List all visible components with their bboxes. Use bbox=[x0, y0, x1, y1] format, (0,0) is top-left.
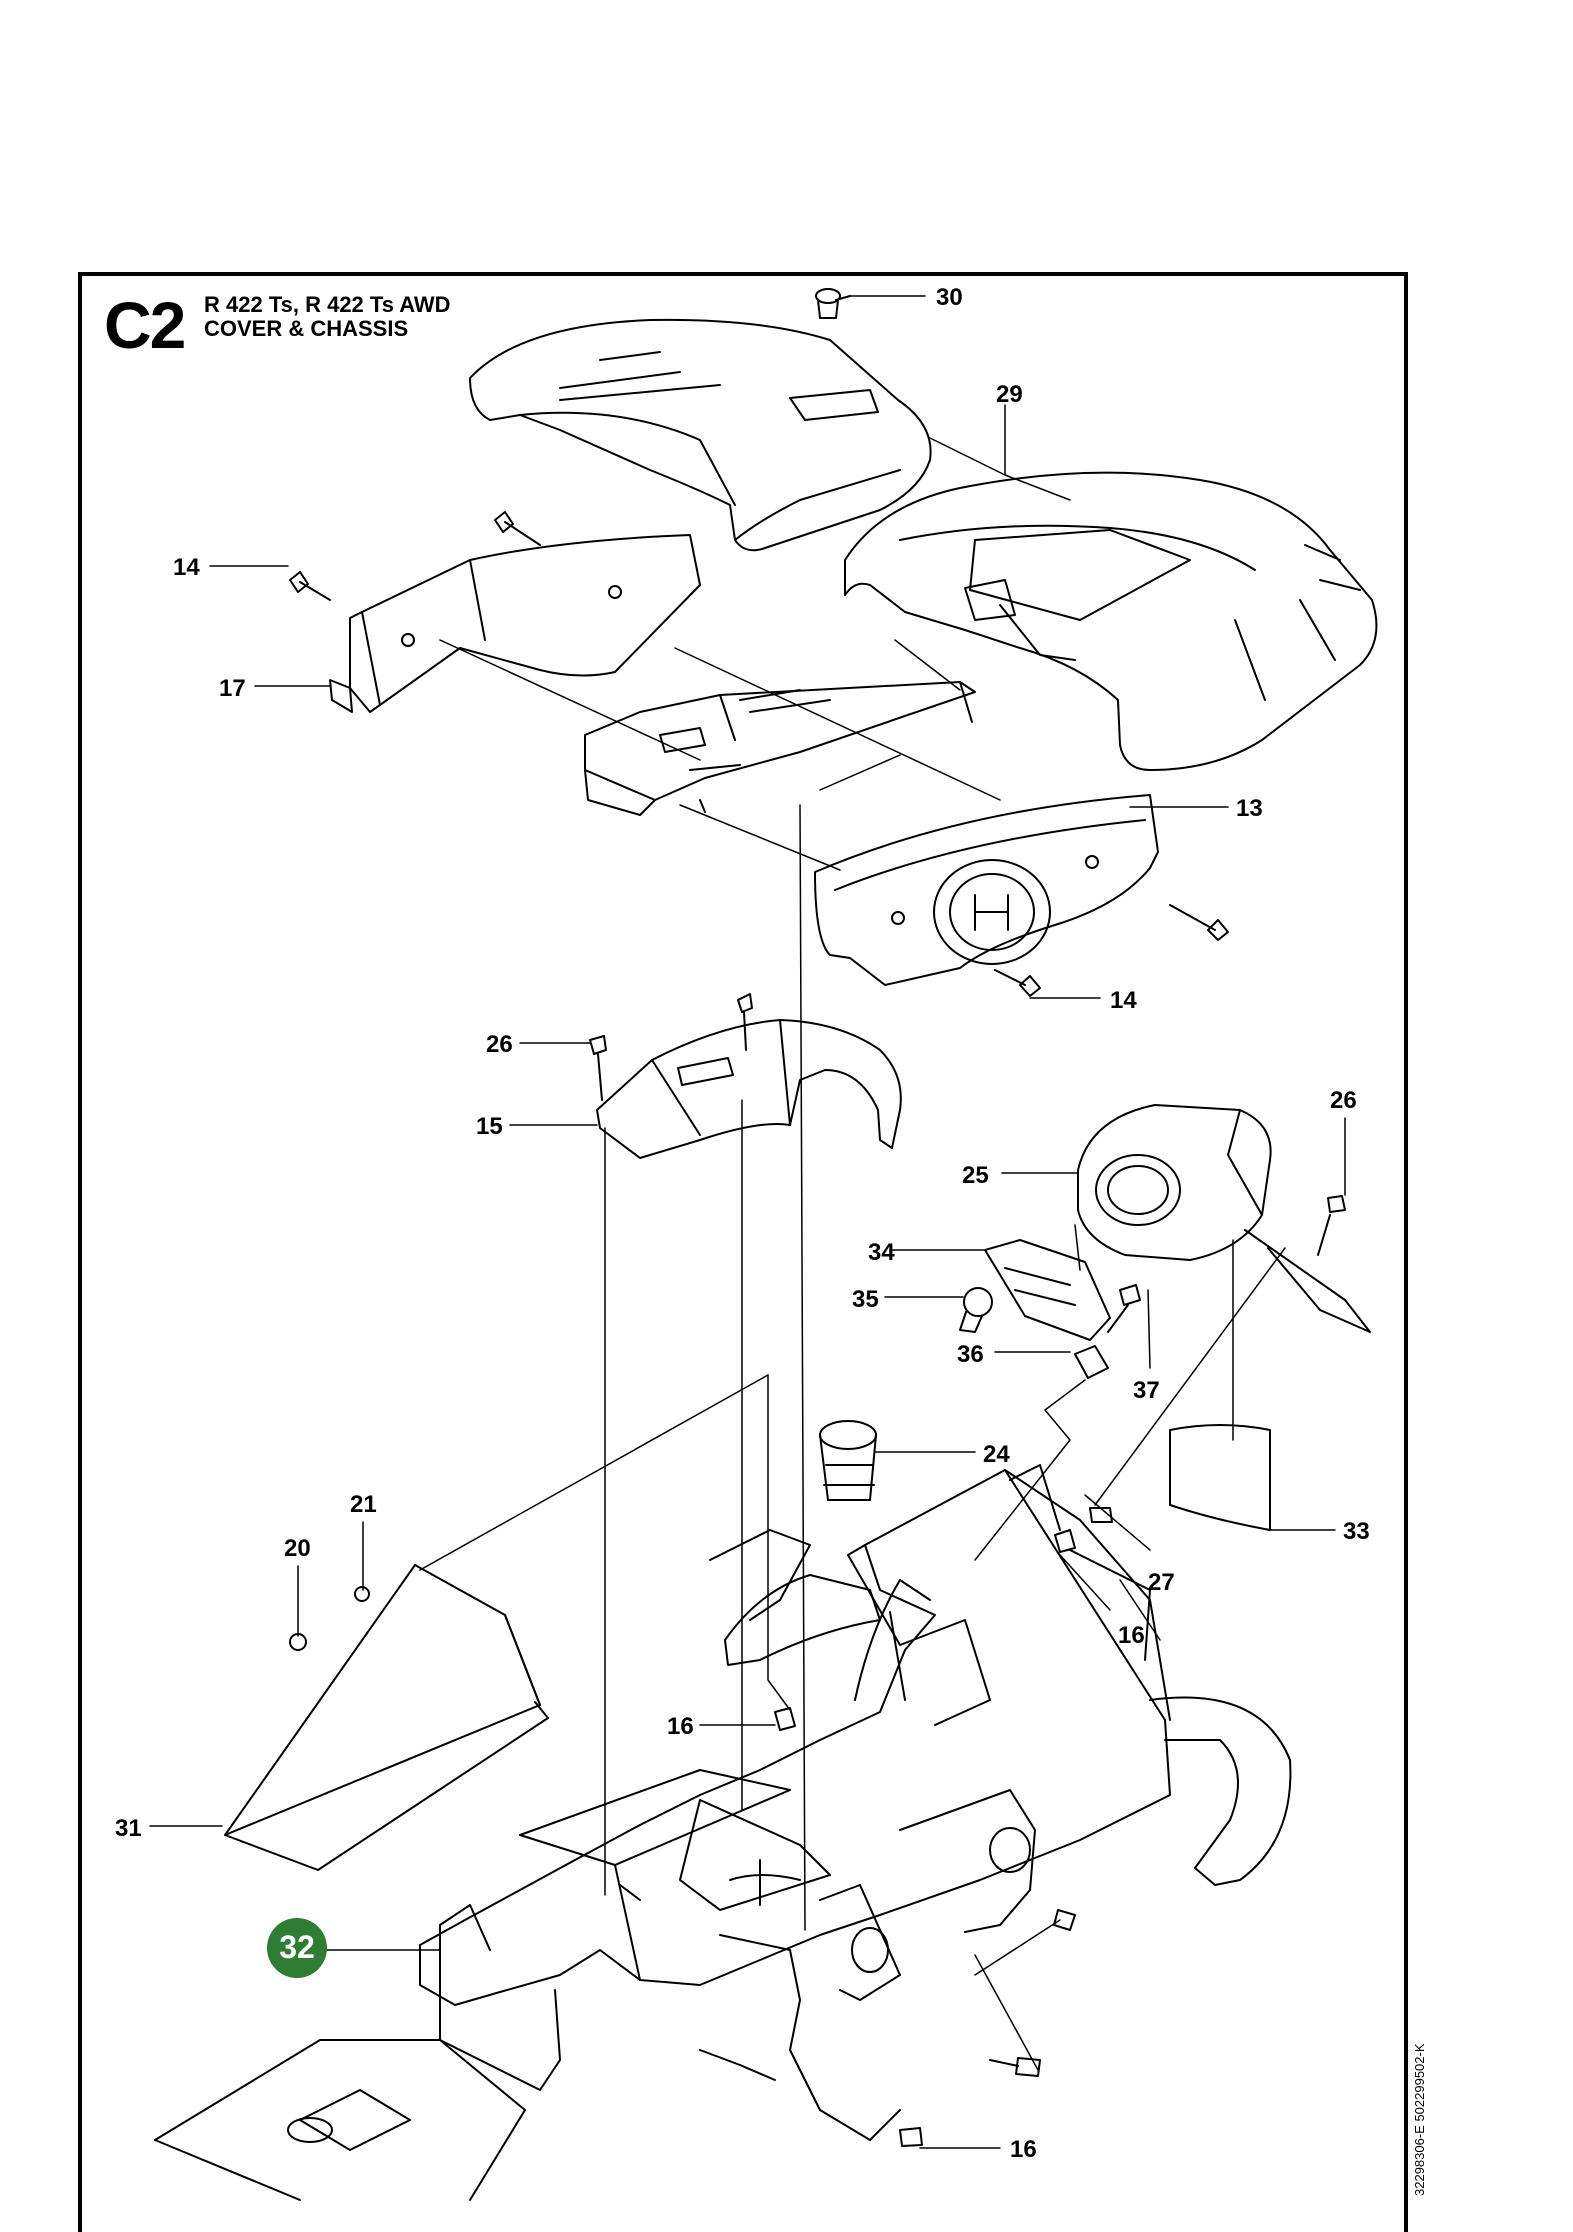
part-34-switch-housing bbox=[984, 1239, 1111, 1341]
callout-31: 31 bbox=[115, 1815, 142, 1842]
callout-15: 15 bbox=[476, 1113, 503, 1140]
callout-29: 29 bbox=[996, 381, 1023, 408]
callout-36: 36 bbox=[957, 1341, 984, 1368]
part-36-clip bbox=[1074, 1345, 1109, 1379]
callout-32-badge bbox=[267, 1918, 327, 1978]
model-line: R 422 Ts, R 422 Ts AWD bbox=[204, 292, 451, 317]
callout-32-highlighted[interactable]: 32 bbox=[267, 1918, 327, 1978]
part-29-rear-fender bbox=[844, 471, 1378, 771]
section-code: C2 bbox=[104, 288, 186, 362]
part-31-floor-plate bbox=[224, 1564, 549, 1871]
callout-17: 17 bbox=[219, 675, 246, 702]
callout-37: 37 bbox=[1133, 1377, 1160, 1404]
callout-27: 27 bbox=[1148, 1569, 1175, 1596]
callout-16: 16 bbox=[667, 1713, 694, 1740]
part-13-front-fascia bbox=[814, 794, 1159, 986]
callout-labels: 30 29 14 17 13 14 26 15 26 25 34 35 36 3… bbox=[115, 284, 1370, 2163]
callout-14: 14 bbox=[1110, 987, 1137, 1014]
callout-16: 16 bbox=[1118, 1622, 1145, 1649]
callout-21: 21 bbox=[350, 1491, 377, 1518]
diagram-frame bbox=[78, 272, 1408, 2232]
section-name: COVER & CHASSIS bbox=[204, 316, 409, 341]
part-17-side-panel bbox=[329, 534, 701, 713]
part-30-knob bbox=[815, 288, 851, 319]
part-33-decal bbox=[1169, 1424, 1271, 1531]
callout-32: 32 bbox=[279, 1929, 315, 1965]
assembly-lines bbox=[419, 639, 1286, 2071]
part-15-center-cover bbox=[596, 1019, 902, 1159]
callout-14: 14 bbox=[173, 554, 200, 581]
part-29-seat-cover bbox=[469, 318, 932, 552]
callout-26: 26 bbox=[486, 1031, 513, 1058]
fasteners bbox=[289, 511, 1346, 2147]
callout-16: 16 bbox=[1010, 2136, 1037, 2163]
part-35-lamp bbox=[959, 1287, 993, 1333]
callout-13: 13 bbox=[1236, 795, 1263, 822]
callout-34: 34 bbox=[868, 1239, 895, 1266]
callout-33: 33 bbox=[1343, 1518, 1370, 1545]
callout-30: 30 bbox=[936, 284, 963, 311]
part-center-bracket bbox=[584, 681, 976, 816]
part-25-dash-cover bbox=[1077, 1104, 1371, 1333]
leader-lines bbox=[149, 295, 1346, 2149]
callout-26: 26 bbox=[1330, 1087, 1357, 1114]
part-chassis-frame bbox=[154, 1464, 1292, 2201]
callout-24: 24 bbox=[983, 1441, 1010, 1468]
callout-35: 35 bbox=[852, 1286, 879, 1313]
callout-25: 25 bbox=[962, 1162, 989, 1189]
callout-20: 20 bbox=[284, 1535, 311, 1562]
part-24-column-boot bbox=[819, 1420, 877, 1501]
